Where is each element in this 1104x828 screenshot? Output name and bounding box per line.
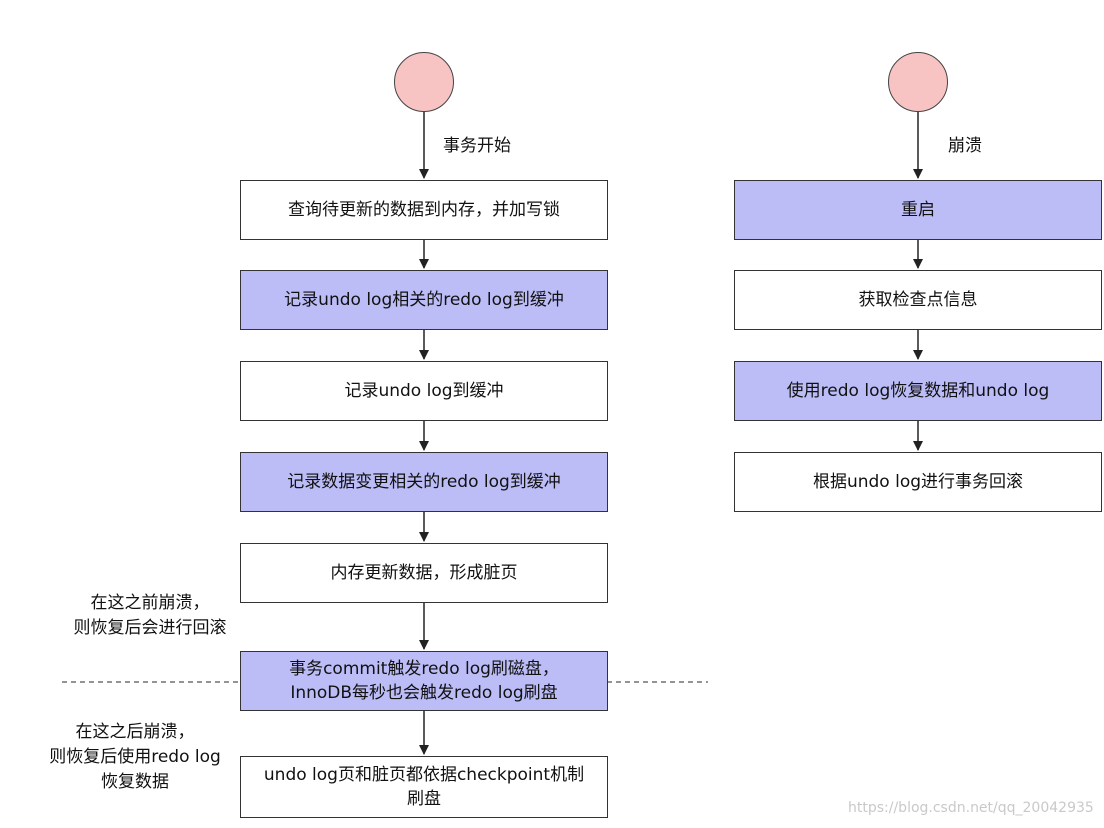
step-label: 记录数据变更相关的redo log到缓冲 (287, 472, 561, 492)
step-redo-recover: 使用redo log恢复数据和undo log (734, 361, 1102, 421)
step-label: undo log页和脏页都依据checkpoint机制 刷盘 (263, 765, 585, 809)
step-label: 事务commit触发redo log刷磁盘， InnoDB每秒也会触发redo … (289, 659, 559, 703)
watermark: https://blog.csdn.net/qq_20042935 (848, 800, 1094, 816)
step-label: 查询待更新的数据到内存，并加写锁 (288, 200, 560, 220)
step-undo-rollback: 根据undo log进行事务回滚 (734, 452, 1102, 512)
step-checkpoint-flush: undo log页和脏页都依据checkpoint机制 刷盘 (240, 756, 608, 818)
crash-label: 崩溃 (948, 136, 982, 156)
step-get-checkpoint: 获取检查点信息 (734, 270, 1102, 330)
step-query-lock: 查询待更新的数据到内存，并加写锁 (240, 180, 608, 240)
step-label: 使用redo log恢复数据和undo log (786, 381, 1050, 401)
step-commit-flush: 事务commit触发redo log刷磁盘， InnoDB每秒也会触发redo … (240, 651, 608, 711)
step-restart: 重启 (734, 180, 1102, 240)
step-label: 获取检查点信息 (858, 290, 978, 310)
step-label: 内存更新数据，形成脏页 (330, 563, 518, 583)
note-after-crash: 在这之后崩溃， 则恢复后使用redo log 恢复数据 (49, 722, 221, 792)
step-label: 记录undo log到缓冲 (344, 381, 504, 401)
note-before-crash: 在这之前崩溃， 则恢复后会进行回滚 (73, 593, 227, 638)
transaction-start-label: 事务开始 (443, 136, 511, 156)
step-label: 记录undo log相关的redo log到缓冲 (284, 290, 564, 310)
step-undo-redo-buffer: 记录undo log相关的redo log到缓冲 (240, 270, 608, 330)
step-label: 重启 (901, 200, 935, 220)
start-node-crash (888, 52, 948, 112)
step-dirty-page: 内存更新数据，形成脏页 (240, 543, 608, 603)
start-node-transaction (394, 52, 454, 112)
step-data-redo-buffer: 记录数据变更相关的redo log到缓冲 (240, 452, 608, 512)
step-undo-buffer: 记录undo log到缓冲 (240, 361, 608, 421)
step-label: 根据undo log进行事务回滚 (812, 472, 1024, 492)
